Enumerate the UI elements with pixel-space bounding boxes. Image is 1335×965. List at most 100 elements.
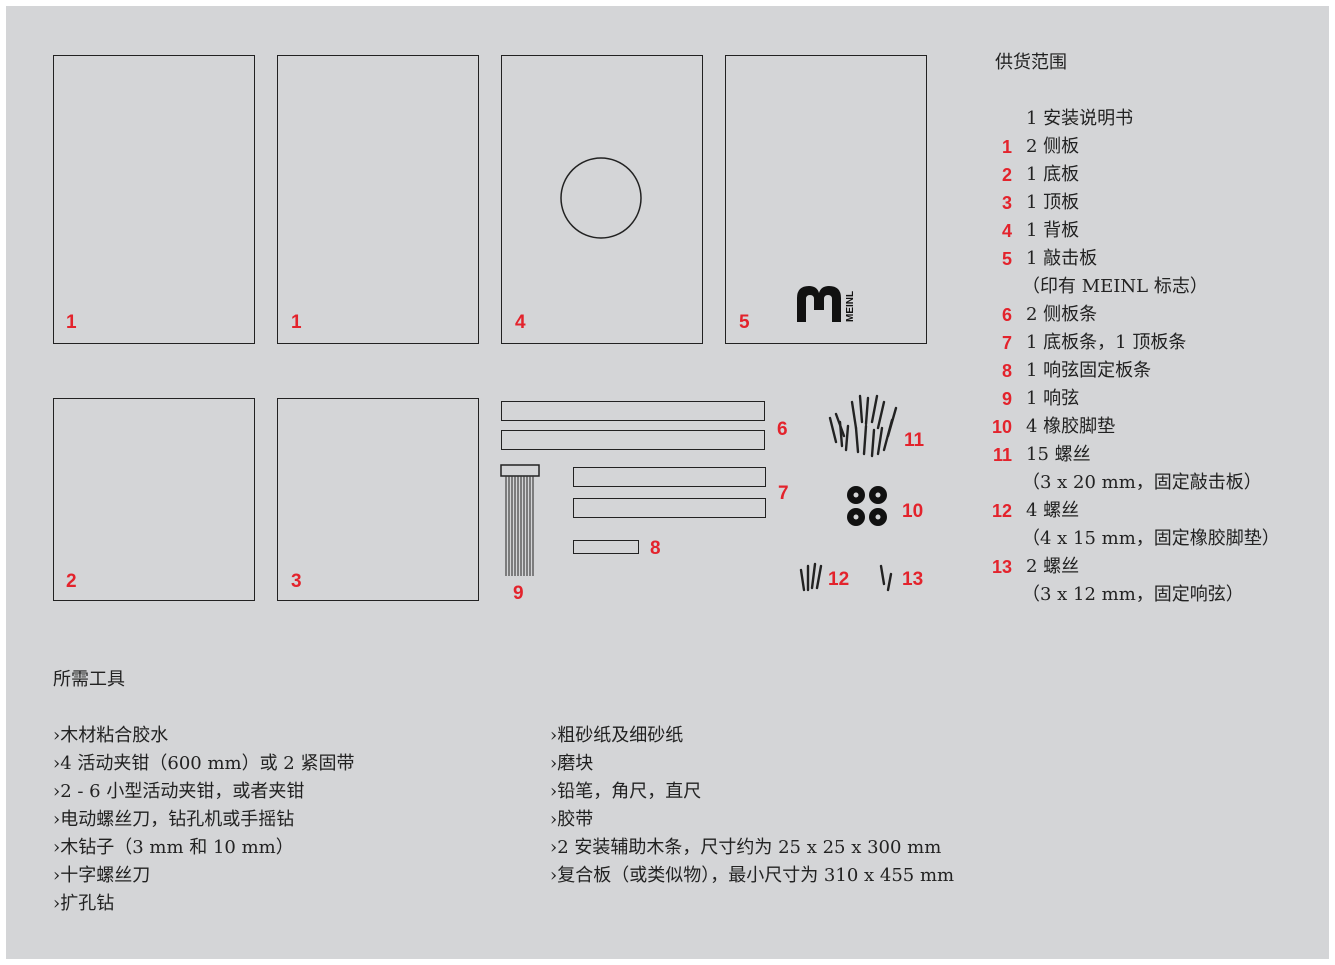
scope-item: 11 15 螺丝	[982, 441, 1322, 469]
side-panel-b	[277, 55, 479, 344]
scope-title: 供货范围	[995, 52, 1067, 73]
scope-item-text: 1 安装说明书	[1026, 108, 1134, 129]
instruction-sheet: 1 1 4 MEINL 5 2 3 6 7 8 9	[6, 6, 1329, 959]
label-screws-12: 12	[828, 569, 850, 590]
scope-item-text: 15 螺丝	[1026, 444, 1091, 465]
tool-item: ›木材粘合胶水	[53, 725, 169, 746]
tool-item: ›木钻子（3 mm 和 10 mm）	[53, 837, 294, 858]
front-panel	[725, 55, 927, 344]
side-strip-b	[501, 430, 765, 450]
scope-item: 7 1 底板条，1 顶板条	[982, 329, 1322, 357]
scope-item-number: 9	[1001, 389, 1012, 409]
label-side-b: 1	[291, 312, 302, 333]
tool-item: ›铅笔，角尺，直尺	[550, 781, 702, 802]
scope-item-number: 13	[991, 557, 1012, 577]
scope-item-number: 5	[1001, 249, 1012, 269]
tool-item: ›4 活动夹钳（600 mm）或 2 紧固带	[53, 753, 355, 774]
label-feet-10: 10	[902, 501, 924, 522]
tools-title: 所需工具	[53, 669, 125, 690]
scope-item-text: 1 底板	[1026, 164, 1080, 185]
scope-item: 13 2 螺丝	[982, 553, 1322, 581]
scope-item-text: 4 螺丝	[1026, 500, 1080, 521]
top-strip	[573, 498, 766, 518]
screws-icon-13	[879, 564, 893, 592]
screws-icon-12	[799, 562, 823, 592]
tools-column-2: ›粗砂纸及细砂纸 ›磨块 ›铅笔，角尺，直尺 ›胶带 ›2 安装辅助木条，尺寸约为 25…	[550, 722, 954, 890]
scope-item-text: （3 x 20 mm，固定敲击板）	[1022, 472, 1262, 493]
meinl-logo: MEINL	[797, 286, 856, 322]
scope-item-text: 4 橡胶脚垫	[1026, 416, 1116, 437]
label-strips-6: 6	[777, 419, 788, 440]
label-front: 5	[739, 312, 750, 333]
label-screws-13: 13	[902, 569, 924, 590]
scope-item-text: 1 响弦固定板条	[1026, 360, 1152, 381]
scope-item-text: 1 敲击板	[1026, 248, 1098, 269]
scope-item-number: 4	[1001, 221, 1012, 241]
scope-item-text: 1 底板条，1 顶板条	[1026, 332, 1187, 353]
scope-item: 6 2 侧板条	[982, 301, 1322, 329]
scope-item-text: （3 x 12 mm，固定响弦）	[1022, 584, 1244, 605]
scope-item: 1 2 侧板	[982, 133, 1322, 161]
scope-item-text: （4 x 15 mm，固定橡胶脚垫）	[1022, 528, 1280, 549]
tool-item: ›胶带	[550, 809, 594, 830]
bottom-panel	[53, 398, 255, 601]
sound-hole-circle	[560, 157, 642, 239]
back-panel	[501, 55, 703, 344]
snare-mount-strip	[573, 540, 639, 554]
scope-item-number: 8	[1001, 361, 1012, 381]
scope-item-text: 1 响弦	[1026, 388, 1080, 409]
scope-item: 3 1 顶板	[982, 189, 1322, 217]
tool-item: ›粗砂纸及细砂纸	[550, 725, 684, 746]
tool-item: ›扩孔钻	[53, 893, 115, 914]
top-panel	[277, 398, 479, 601]
scope-item-text: 2 螺丝	[1026, 556, 1080, 577]
scope-item-number: 6	[1001, 305, 1012, 325]
scope-item-number: 11	[992, 445, 1012, 465]
scope-item: 12 4 螺丝	[982, 497, 1322, 525]
tool-item: ›2 安装辅助木条，尺寸约为 25 x 25 x 300 mm	[550, 837, 942, 858]
scope-item: 9 1 响弦	[982, 385, 1322, 413]
scope-item-text: 2 侧板条	[1026, 304, 1098, 325]
scope-list: 1 安装说明书 1 2 侧板 2 1 底板 3 1 顶板 4 1 背板 5 1 敲击板 （印有 MEI…	[982, 105, 1322, 609]
scope-item-text: 2 侧板	[1026, 136, 1080, 157]
scope-item: （4 x 15 mm，固定橡胶脚垫）	[982, 525, 1322, 553]
tool-item: ›复合板（或类似物），最小尺寸为 310 x 455 mm	[550, 865, 955, 886]
scope-item: （印有 MEINL 标志）	[982, 273, 1322, 301]
scope-item-number: 2	[1001, 165, 1012, 185]
scope-item-number: 1	[1001, 137, 1012, 157]
label-side-a: 1	[66, 312, 77, 333]
screws-icon-11	[828, 394, 898, 458]
tool-item: ›十字螺丝刀	[53, 865, 151, 886]
scope-item-number: 3	[1001, 193, 1012, 213]
label-screws-11: 11	[904, 430, 925, 451]
rubber-feet-icon	[847, 486, 887, 526]
scope-item-number: 10	[991, 417, 1012, 437]
scope-item: 8 1 响弦固定板条	[982, 357, 1322, 385]
scope-item-number: 7	[1001, 333, 1012, 353]
scope-item: 1 安装说明书	[982, 105, 1322, 133]
side-panel-a	[53, 55, 255, 344]
scope-item-text: 1 背板	[1026, 220, 1080, 241]
label-snare-9: 9	[513, 583, 524, 604]
snare-wires-icon	[500, 464, 540, 576]
tool-item: ›电动螺丝刀，钻孔机或手摇钻	[53, 809, 295, 830]
scope-item-text: 1 顶板	[1026, 192, 1080, 213]
scope-item: （3 x 20 mm，固定敲击板）	[982, 469, 1322, 497]
label-bottom: 2	[66, 571, 77, 592]
scope-item: （3 x 12 mm，固定响弦）	[982, 581, 1322, 609]
scope-item: 10 4 橡胶脚垫	[982, 413, 1322, 441]
side-strip-a	[501, 401, 765, 421]
scope-item-number: 12	[991, 501, 1012, 521]
scope-item-text: （印有 MEINL 标志）	[1022, 276, 1208, 297]
tools-column-1: ›木材粘合胶水 ›4 活动夹钳（600 mm）或 2 紧固带 ›2 - 6 小型活动…	[53, 722, 354, 918]
tool-item: ›2 - 6 小型活动夹钳，或者夹钳	[53, 781, 305, 802]
label-strip-8: 8	[650, 538, 661, 559]
scope-item: 4 1 背板	[982, 217, 1322, 245]
meinl-logo-text: MEINL	[845, 291, 856, 322]
scope-item: 5 1 敲击板	[982, 245, 1322, 273]
tool-item: ›磨块	[550, 753, 594, 774]
bottom-strip	[573, 467, 766, 487]
label-top: 3	[291, 571, 302, 592]
label-strips-7: 7	[778, 483, 789, 504]
label-back: 4	[515, 312, 526, 333]
